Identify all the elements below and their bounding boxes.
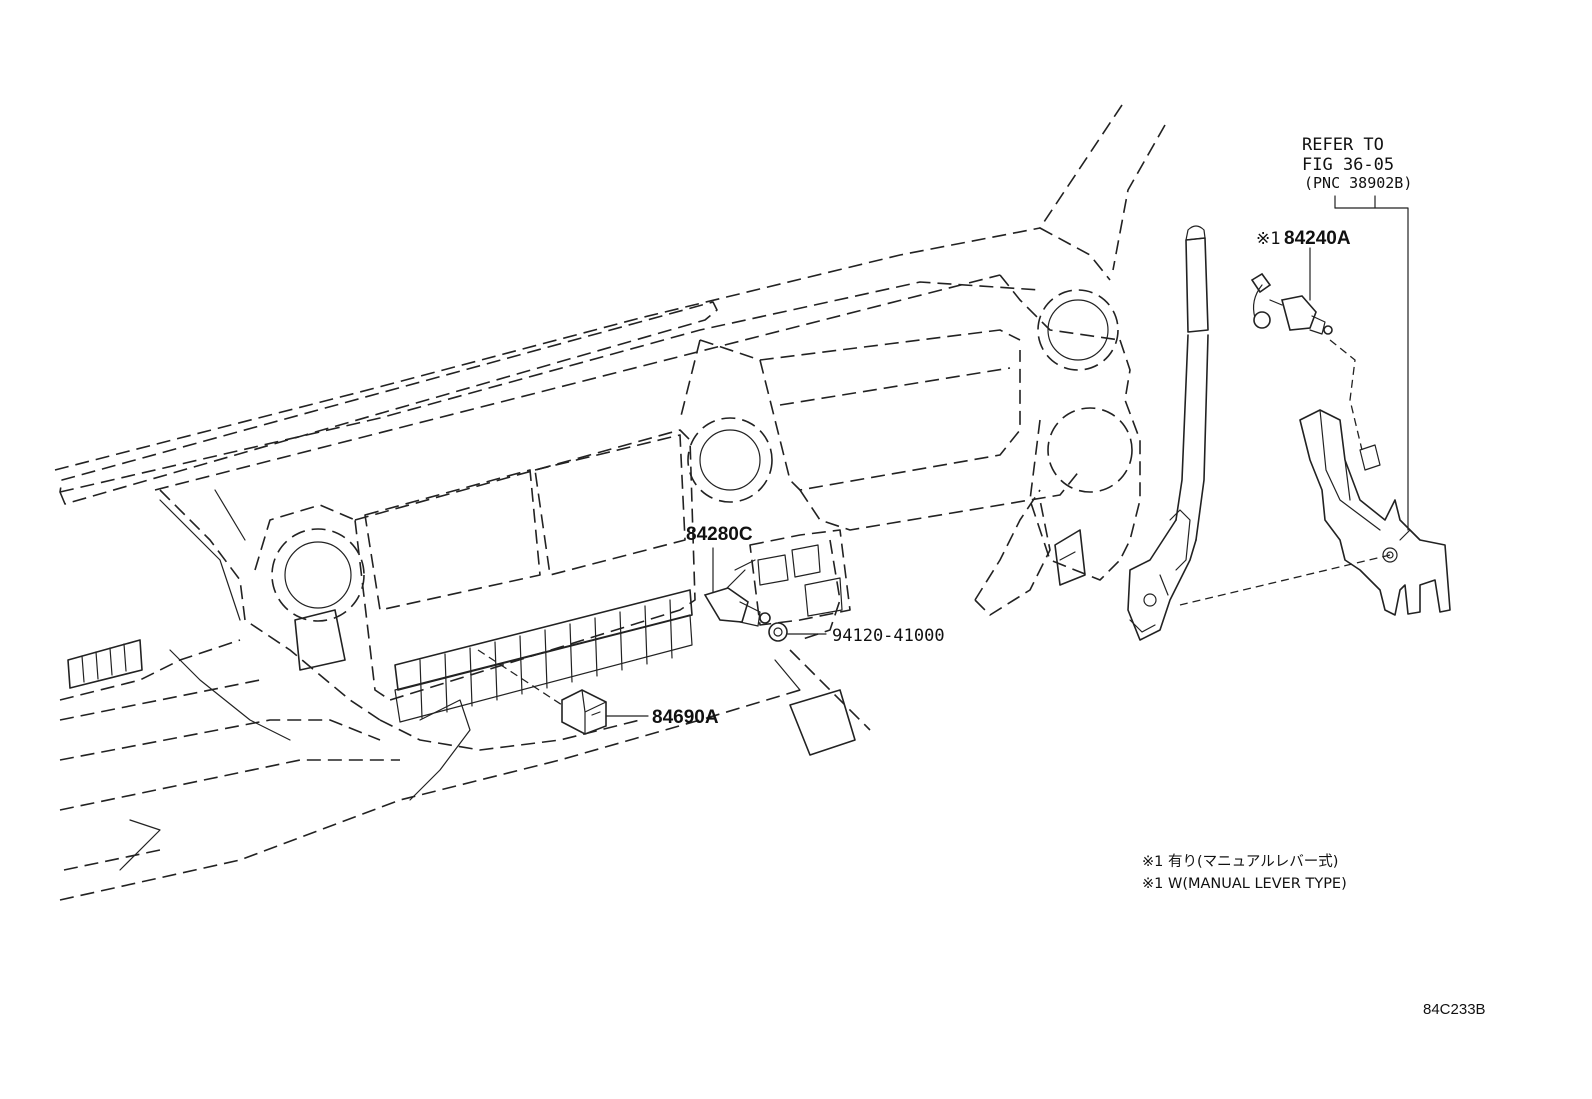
- label-84690a: 84690A: [652, 707, 719, 728]
- part-84280c-switch: [703, 547, 771, 627]
- part-84690a-switch: [477, 649, 649, 735]
- parking-brake-lever: [1127, 225, 1209, 641]
- switch-panel-strip: [394, 589, 693, 723]
- label-94120-41000: 94120-41000: [832, 626, 945, 646]
- relation-lines: [1179, 195, 1409, 606]
- refer-line-1: REFER TO: [1302, 135, 1384, 155]
- part-84240a-switch: [1250, 247, 1333, 335]
- note-english: ※1 W(MANUAL LEVER TYPE): [1142, 876, 1347, 892]
- refer-line-3: (PNC 38902B): [1304, 174, 1412, 192]
- ref-mark: ※1: [1256, 229, 1280, 249]
- part-94120-41000-nut: [768, 622, 827, 642]
- refer-line-2: FIG 36-05: [1302, 155, 1394, 175]
- label-84240a: 84240A: [1284, 228, 1351, 249]
- dashboard-outline: [54, 104, 1166, 901]
- bracket-assembly: [1299, 409, 1451, 616]
- label-84280c: 84280C: [686, 524, 753, 545]
- figure-code: 84C233B: [1423, 1001, 1486, 1018]
- note-japanese: ※1 有り(マニュアルレバー式): [1142, 853, 1338, 870]
